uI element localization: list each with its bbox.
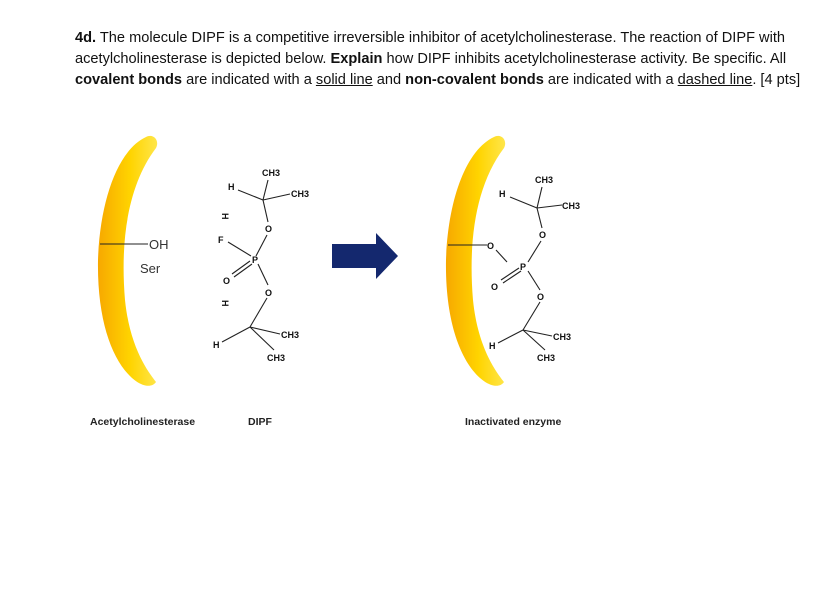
bond-p-c-ch3-top	[536, 186, 543, 209]
bond-p-o-p-upper	[527, 240, 542, 263]
bond-c-h-top	[237, 189, 264, 201]
o-double-label: O	[223, 276, 230, 286]
question-end: . [4 pts]	[752, 72, 801, 88]
reaction-arrow	[332, 233, 398, 279]
ch3-top-label: CH3	[262, 168, 280, 178]
p-h-bottom-label: H	[489, 341, 496, 351]
bond-o-c-bottom	[249, 297, 268, 328]
question-mid1: how DIPF inhibits acetylcholinesterase a…	[382, 51, 787, 67]
acetylcholinesterase-enzyme: OH Ser	[97, 135, 169, 386]
bond-p-c-ch3-right-bottom	[522, 329, 553, 337]
ser-label: Ser	[140, 261, 161, 276]
ch3-bottom-label: CH3	[267, 353, 285, 363]
caption-inactivated-enzyme: Inactivated enzyme	[465, 416, 561, 428]
dipf-molecule: CH3 H CH3 O P F O O H CH3 CH3 H H	[213, 168, 309, 363]
h-side-lower-label: H	[220, 300, 230, 307]
p-ch3-right-bottom-label: CH3	[553, 332, 571, 342]
o-ser-label: O	[487, 241, 494, 251]
o-upper-label: O	[265, 224, 272, 234]
bond-f-p	[227, 241, 252, 257]
bond-p-c-h-top	[509, 196, 538, 209]
bond-p-c-o-upper	[536, 207, 543, 229]
question-mid4: are indicated with a	[543, 72, 678, 88]
bond-p-o-double-a	[231, 260, 251, 275]
bond-p-c-ch3-bottom	[522, 329, 546, 351]
bond-c-ch3-bottom	[249, 326, 275, 351]
f-label: F	[218, 235, 224, 245]
bond-c-ch3-top	[262, 179, 269, 201]
p-o-upper-label: O	[539, 230, 546, 240]
bond-c-h-bottom	[221, 326, 251, 343]
inactivated-enzyme: O CH3 H CH3 O P O O H CH3 CH3	[445, 135, 580, 386]
question-intro: The molecule DIPF is a competitive irrev…	[75, 30, 785, 67]
bond-p-c-ch3-right	[536, 204, 563, 209]
p-o-double-label: O	[491, 282, 498, 292]
bond-c-o-upper	[262, 199, 269, 223]
p-o-lower-label: O	[537, 292, 544, 302]
caption-dipf: DIPF	[248, 416, 273, 428]
bond-p-o-dbl-a	[500, 267, 520, 281]
bond-o-p-ser	[495, 249, 508, 263]
arrow-shape	[332, 233, 398, 279]
bond-o-p-upper	[255, 234, 268, 257]
p-p-label: P	[520, 262, 526, 272]
enzyme-crescent-right	[445, 135, 506, 386]
p-ch3-right-top-label: CH3	[562, 201, 580, 211]
solid-line-keyword: solid line	[315, 72, 373, 88]
h-side-label: H	[220, 213, 230, 220]
question-text: 4d. The molecule DIPF is a competitive i…	[75, 28, 810, 91]
ch3-right-top-label: CH3	[291, 189, 309, 199]
noncovalent-keyword: non-covalent bonds	[405, 72, 544, 88]
p-ch3-top-label: CH3	[535, 175, 553, 185]
p-label: P	[252, 255, 258, 265]
oh-label: OH	[149, 237, 169, 252]
p-h-top-label: H	[499, 189, 506, 199]
question-mid2: are indicated with a	[182, 72, 316, 88]
explain-keyword: Explain	[330, 51, 383, 67]
h-bottom-label: H	[213, 340, 220, 350]
covalent-keyword: covalent bonds	[75, 72, 183, 88]
bond-p-o-c-bottom	[522, 301, 541, 331]
ch3-right-bottom-label: CH3	[281, 330, 299, 340]
h-top-label: H	[228, 182, 235, 192]
bond-p-c-h-bottom	[497, 329, 524, 344]
o-lower-label: O	[265, 288, 272, 298]
p-ch3-bottom-label: CH3	[537, 353, 555, 363]
bond-p-o-dbl-b	[502, 270, 522, 284]
bond-p-o-double-b	[233, 263, 253, 278]
question-mid3: and	[372, 72, 406, 88]
question-number: 4d.	[75, 30, 97, 46]
bond-c-ch3-right-bottom	[249, 326, 281, 335]
dashed-line-keyword: dashed line	[677, 72, 753, 88]
enzyme-crescent-left	[97, 135, 158, 386]
bond-p-o-lower2	[527, 270, 541, 291]
bond-p-o-lower	[257, 263, 269, 286]
bond-c-ch3-right	[262, 193, 291, 201]
caption-acetylcholinesterase: Acetylcholinesterase	[90, 416, 195, 428]
